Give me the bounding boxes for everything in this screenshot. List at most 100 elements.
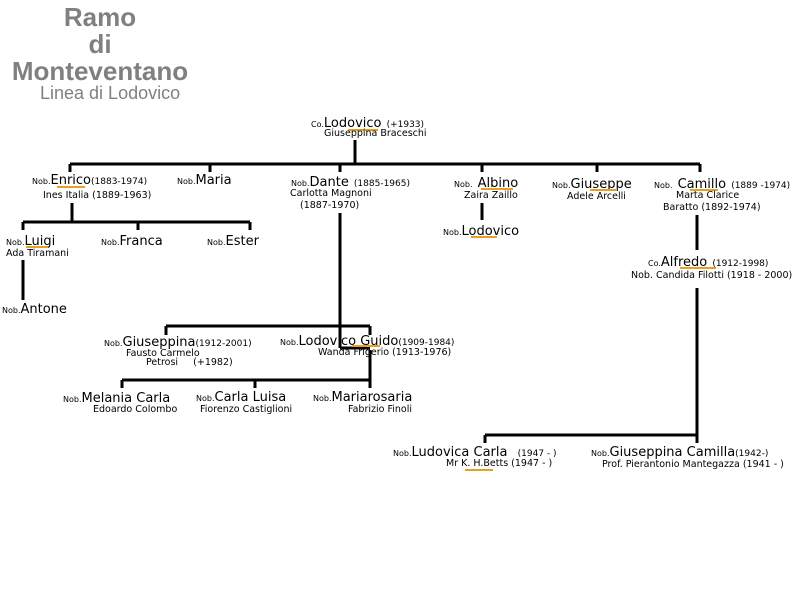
- title-line-3: Monteventano: [11, 56, 189, 86]
- person-years: (1942-): [735, 449, 769, 459]
- title-prefix: Nob.: [291, 179, 310, 188]
- title-prefix: Nob.: [177, 177, 196, 186]
- person-name: Camillo: [677, 177, 727, 192]
- title-prefix: Nob.: [207, 238, 226, 247]
- person-camillo: Nob. Camillo (1889 -1974): [654, 176, 790, 193]
- title-prefix: Nob.: [63, 395, 82, 404]
- person-ludovica: Nob.Ludovica Carla (1947 - ): [393, 444, 557, 461]
- spouse-alfredo: Nob. Candida Filotti (1918 - 2000): [631, 270, 793, 281]
- person-dante: Nob.Dante (1885-1965): [291, 174, 410, 191]
- person-years: (1947 - ): [517, 449, 557, 459]
- spouse-surname: Betts (1947 - ): [483, 458, 553, 469]
- name-underline: [471, 236, 497, 238]
- person-years: (+1933): [386, 120, 425, 130]
- spouse-giuseppe: Adele Arcelli: [567, 191, 626, 202]
- subtitle: Linea di Lodovico: [40, 83, 181, 103]
- person-giuseppe: Nob.Giuseppe: [552, 176, 632, 193]
- spouse-mariarosaria: Fabrizio Finoli: [348, 404, 412, 415]
- spouse-initials: K. H.: [461, 458, 484, 469]
- spouse-lodovico-root: Giuseppina Braceschi: [324, 128, 427, 139]
- name-underline: [481, 188, 513, 190]
- spouse-carla-luisa: Fiorenzo Castiglioni: [200, 404, 293, 415]
- title-line-1: Ramo: [63, 2, 137, 32]
- person-alfredo: Co.Alfredo (1912-1998): [648, 254, 768, 271]
- spouse-albino: Zaira Zaillo: [464, 190, 518, 201]
- title-prefix: Nob.: [591, 449, 610, 458]
- title-prefix: Nob.: [443, 228, 462, 237]
- person-giuseppina-camilla: Nob.Giuseppina Camilla(1942-): [591, 444, 768, 461]
- spouse-dante-line-2: (1887-1970): [300, 200, 360, 211]
- person-years: (1912-1998): [712, 259, 769, 269]
- spouse-lodovico-guido: Wanda Frigerio (1913-1976): [318, 347, 452, 358]
- person-years: (1885-1965): [353, 179, 410, 189]
- spouse-years: (1889-1963): [92, 190, 152, 201]
- person-name: Dante: [309, 175, 349, 190]
- name-underline: [57, 186, 85, 188]
- spouse-luigi: Ada Tiramani: [6, 248, 69, 259]
- person-years: (1912-2001): [195, 339, 252, 349]
- spouse-name: Ines Italia: [43, 190, 90, 201]
- person-lodovico-albino: Nob.Lodovico: [443, 223, 519, 240]
- person-name: Carla Luisa: [214, 390, 287, 405]
- spouse-years: (+1982): [193, 357, 233, 368]
- person-years: (1889 -1974): [731, 181, 791, 191]
- title-prefix: Nob.: [552, 181, 571, 190]
- person-name: Antone: [20, 302, 67, 317]
- person-name: Ludovica Carla: [411, 445, 508, 460]
- person-name: Giuseppina Camilla: [609, 445, 736, 460]
- title-prefix: Co.: [311, 120, 324, 129]
- spouse-prefix: Mr: [446, 458, 462, 469]
- title-prefix: Nob.: [2, 306, 21, 315]
- person-name: Giuseppe: [570, 177, 632, 192]
- person-name: Alfredo: [660, 255, 708, 270]
- spouse-giuseppina-line-1: Fausto Carmelo: [126, 348, 200, 359]
- name-underline: [680, 267, 716, 269]
- person-enrico: Nob.Enrico(1883-1974): [32, 172, 147, 189]
- title-prefix: Nob.: [654, 181, 673, 190]
- title-prefix: Co.: [648, 259, 661, 268]
- person-name: Lodovico: [323, 116, 382, 131]
- spouse-giuseppina-camilla: Prof. Pierantonio Mantegazza (1941 - ): [602, 459, 784, 470]
- person-name: Albino: [477, 176, 519, 191]
- person-years: (1883-1974): [91, 177, 148, 187]
- person-giuseppina: Nob.Giuseppina(1912-2001): [104, 334, 252, 351]
- title-prefix: Nob.: [454, 180, 473, 189]
- title-prefix: Nob.: [104, 339, 123, 348]
- title-prefix: Nob.: [393, 449, 412, 458]
- person-luigi: Nob.Luigi: [6, 233, 55, 250]
- title-prefix: Nob.: [196, 394, 215, 403]
- person-melania: Nob.Melania Carla: [63, 390, 170, 407]
- spouse-camillo-line-1: Marta Clarice: [676, 190, 740, 201]
- title-prefix: Nob.: [6, 238, 25, 247]
- person-maria: Nob.Maria: [177, 172, 232, 189]
- spouse-name: Petrosi: [146, 357, 179, 368]
- name-underline: [352, 345, 380, 347]
- person-name: Franca: [119, 234, 163, 249]
- person-antone: Nob.Antone: [2, 301, 67, 318]
- person-years: (1909-1984): [398, 338, 455, 348]
- name-underline: [26, 246, 48, 248]
- title-prefix: Nob.: [313, 394, 332, 403]
- person-name: Mariarosaria: [331, 390, 413, 405]
- person-mariarosaria: Nob.Mariarosaria: [313, 389, 412, 406]
- person-name: Ester: [225, 234, 259, 249]
- person-franca: Nob.Franca: [101, 233, 163, 250]
- name-underline: [465, 469, 493, 471]
- person-lodovico-root: Co.Lodovico (+1933): [311, 115, 424, 132]
- person-carla-luisa: Nob.Carla Luisa: [196, 389, 286, 406]
- spouse-dante-line-1: Carlotta Magnoni: [290, 188, 372, 199]
- spouse-camillo-line-2: Baratto (1892-1974): [663, 202, 761, 213]
- spouse-giuseppina-line-2: Petrosi (+1982): [146, 357, 233, 369]
- person-name: Enrico: [50, 173, 92, 188]
- person-name: Maria: [195, 173, 232, 188]
- person-albino: Nob. Albino: [454, 175, 518, 192]
- title-prefix: Nob.: [101, 238, 120, 247]
- spouse-ludovica: Mr K. H.Betts (1947 - ): [446, 458, 552, 470]
- name-underline: [690, 189, 718, 191]
- person-name: Melania Carla: [81, 391, 171, 406]
- person-name: Luigi: [24, 234, 56, 249]
- person-name: Lodovico: [461, 224, 520, 239]
- person-name: Giuseppina: [122, 335, 196, 350]
- title-line-2: di: [88, 29, 112, 59]
